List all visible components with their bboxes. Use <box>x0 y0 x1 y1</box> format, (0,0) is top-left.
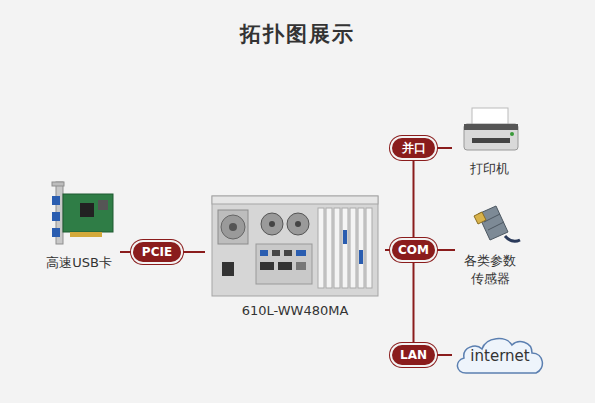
pill-label: PCIE <box>142 245 172 259</box>
printer-illustration <box>464 108 518 150</box>
interface-pill: 并口 <box>392 138 435 158</box>
usb-card-illustration <box>52 182 113 244</box>
sensor-node: 各类参数 传感器 <box>455 204 525 288</box>
internet-cloud: internet <box>452 333 548 379</box>
interface-pill: LAN <box>392 345 435 365</box>
connector-line <box>413 158 415 240</box>
interface-pill: PCIE <box>133 242 181 262</box>
node-label: internet <box>452 333 548 379</box>
diagram-title: 拓扑图展示 <box>0 20 595 48</box>
node-label: 打印机 <box>452 160 526 178</box>
industrial-pc-node: 610L-WW480MA <box>205 192 385 320</box>
connector-line <box>435 249 455 251</box>
connector-line <box>385 249 392 251</box>
printer-node: 打印机 <box>452 104 526 178</box>
connector-line <box>435 354 452 356</box>
interface-pill: COM <box>392 240 435 260</box>
pill-label: 并口 <box>402 141 426 155</box>
node-label: 各类参数 传感器 <box>460 252 520 288</box>
pill-label: LAN <box>400 348 427 362</box>
usb-card-node: 高速USB卡 <box>38 178 120 272</box>
node-label: 610L-WW480MA <box>205 302 385 320</box>
connector-line <box>435 147 452 149</box>
connector-line <box>413 260 415 345</box>
node-label: 高速USB卡 <box>38 254 120 272</box>
connector-line <box>181 251 205 253</box>
sensor-illustration <box>474 206 520 241</box>
industrial-pc-illustration <box>212 196 378 296</box>
connector-line <box>120 251 133 253</box>
pill-label: COM <box>398 243 429 257</box>
